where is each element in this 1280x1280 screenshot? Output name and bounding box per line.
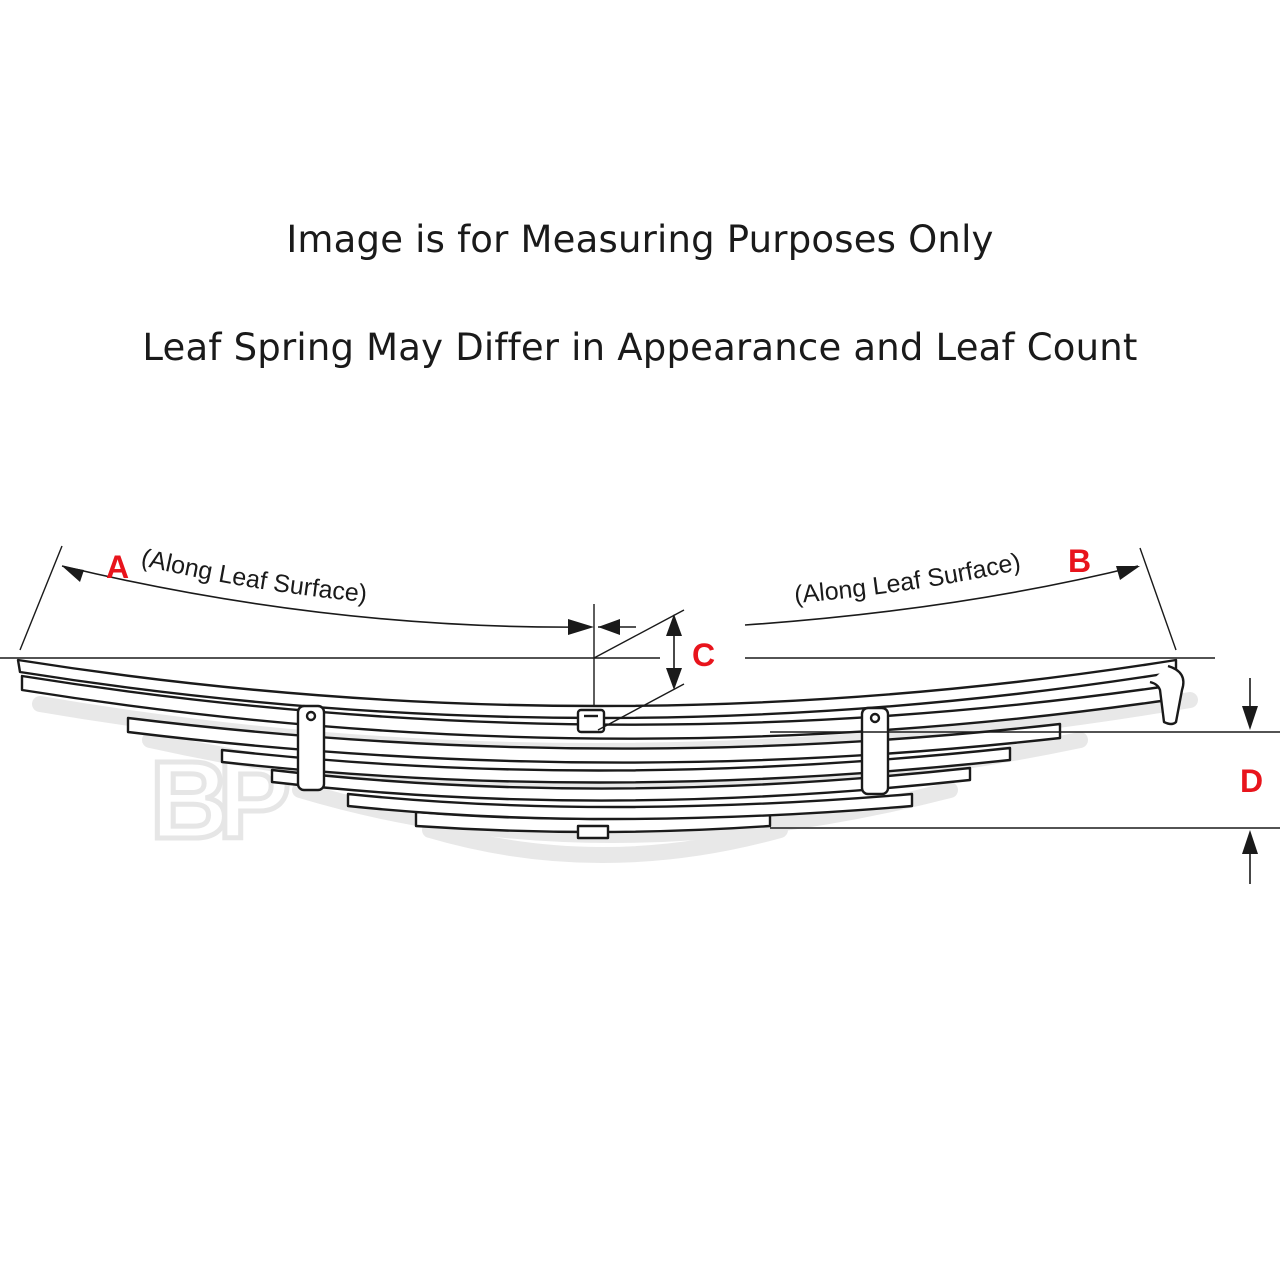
- reference-lines: [0, 545, 1280, 829]
- arrow-heads: [62, 566, 1258, 854]
- c-arrowhead-down: [666, 668, 682, 690]
- d-arrowhead-up: [1242, 830, 1258, 854]
- label-a-note-text: (Along Leaf Surface): [139, 544, 369, 608]
- label-d: D: [1240, 763, 1263, 799]
- label-a: A: [106, 549, 129, 585]
- leaf-4: [220, 746, 1012, 784]
- b-arrowhead-right: [1116, 566, 1140, 580]
- clip-right: [860, 706, 890, 796]
- b-extension-line: [1139, 547, 1177, 651]
- d-arrowhead-down: [1242, 706, 1258, 730]
- center-bolt-end: [576, 824, 610, 840]
- a-arrowhead-left: [62, 566, 84, 582]
- label-c: C: [692, 637, 715, 673]
- label-b-note-text: (Along Leaf Surface): [793, 548, 1023, 609]
- c-lower-extension: [597, 683, 685, 731]
- leaf-3: [126, 716, 1062, 764]
- a-arrowhead-right: [568, 619, 594, 635]
- leaf-5: [270, 766, 972, 802]
- main-leaf-eye: [1149, 664, 1185, 726]
- caption-measuring-note: Image is for Measuring Purposes Only: [286, 218, 994, 261]
- rebound-clips: [296, 704, 890, 796]
- label-b: B: [1068, 543, 1091, 579]
- label-b-note: (Along Leaf Surface): [793, 548, 1023, 609]
- a-extension-line: [19, 545, 63, 651]
- c-upper-extension: [593, 609, 685, 659]
- c-arrowhead-up: [666, 614, 682, 636]
- c-arrowhead-left: [598, 619, 620, 635]
- caption-appearance-note: Leaf Spring May Differ in Appearance and…: [142, 326, 1138, 369]
- clip-left: [296, 704, 326, 792]
- leaf-6: [346, 792, 914, 821]
- label-a-note: (Along Leaf Surface): [139, 544, 369, 608]
